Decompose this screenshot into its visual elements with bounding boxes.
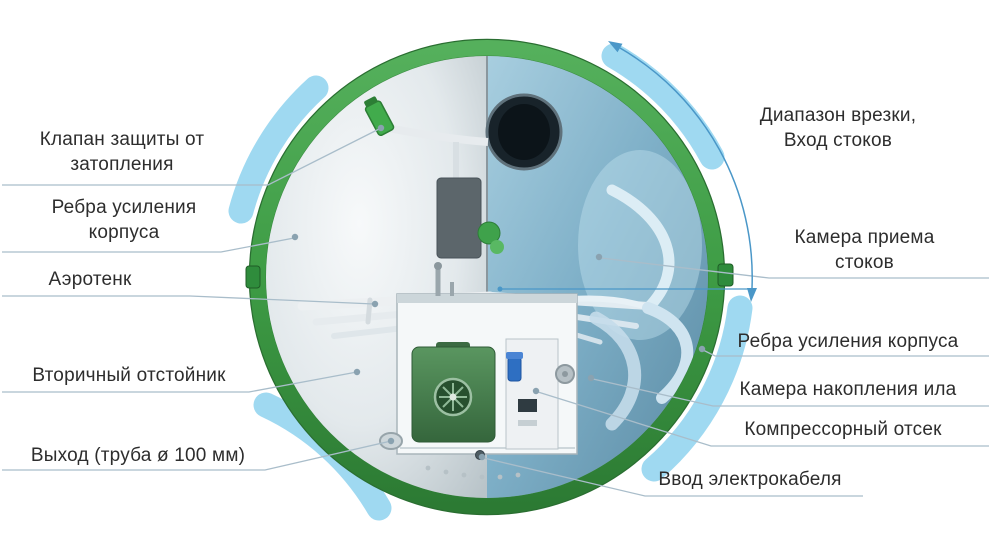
rib-arc-right [641, 295, 753, 482]
rib-arc-top-left [228, 75, 329, 224]
rib-arc-top-right [601, 43, 725, 170]
arrowhead-bottom [747, 288, 757, 302]
center-pump [477, 221, 504, 254]
leader-dots [291, 124, 706, 461]
aeration-device [436, 177, 482, 259]
equipment-cabinet [505, 338, 559, 450]
leader-lines [2, 127, 989, 497]
chamber-hoses [589, 184, 694, 431]
blue-chamber-highlight [578, 150, 702, 340]
valve-pipe [387, 124, 489, 146]
lifting-lug-left [245, 265, 261, 289]
inlet-pipe-opening [485, 93, 563, 171]
arrowhead-top [608, 41, 623, 53]
flood-valve [364, 96, 395, 137]
blue-sprayer [507, 356, 522, 382]
bottom-vents [425, 465, 521, 480]
lifting-lug-right [717, 263, 734, 287]
vent-grille [518, 399, 537, 412]
inlet-range-arrow [497, 41, 757, 302]
compressor-unit [411, 342, 496, 443]
